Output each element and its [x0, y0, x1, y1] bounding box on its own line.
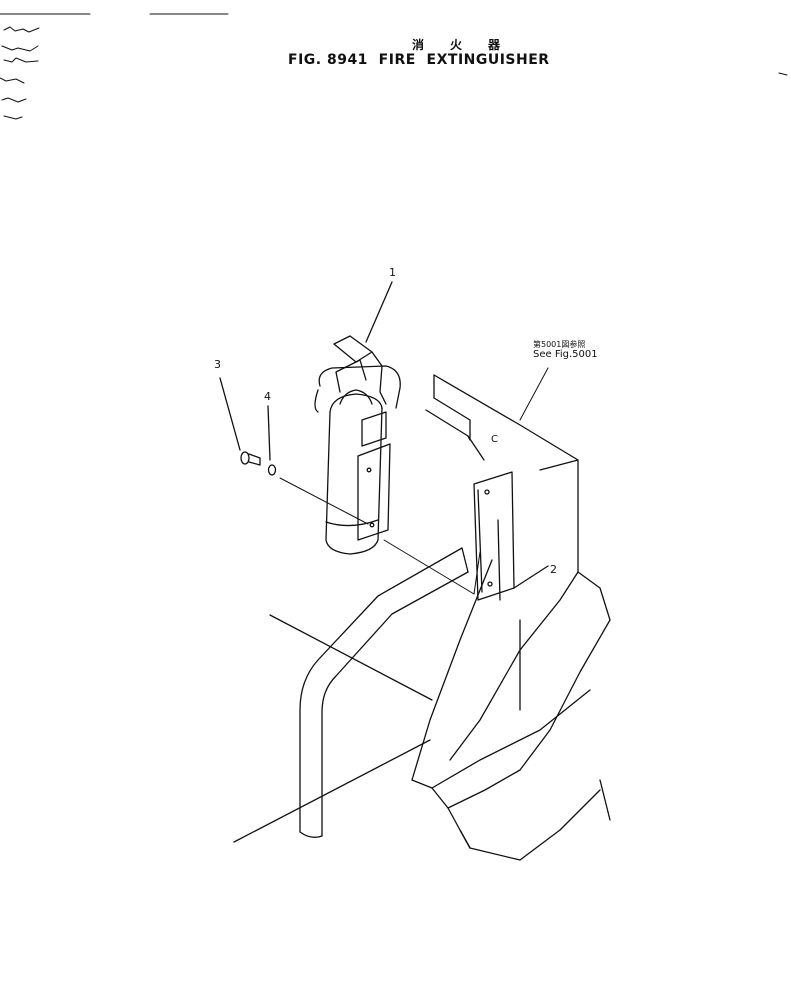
hand-rail: [299, 547, 469, 838]
callout-1: 1: [389, 266, 396, 279]
jp-char: 器: [487, 38, 502, 52]
see-ref-jp: 第5001図参照: [533, 340, 586, 349]
figure-title: FIG. 8941 FIRE EXTINGUISHER: [288, 52, 550, 68]
fire-extinguisher-part-1: [314, 281, 401, 555]
callout-c: C: [491, 434, 498, 445]
callout-2: 2: [550, 563, 557, 576]
bracket-part-2: [473, 471, 549, 601]
reference-leader: [519, 367, 549, 421]
callout-3: 3: [214, 358, 221, 371]
jp-char: 火: [449, 38, 464, 52]
bolt-part-3: [219, 377, 261, 466]
jp-char: 消: [411, 38, 426, 52]
callout-4: 4: [264, 390, 271, 403]
assembly-lines: [279, 477, 481, 595]
cab-structure: [233, 374, 611, 861]
see-fig-reference: 第5001図参照 See Fig.5001: [533, 340, 598, 360]
scan-artifacts: [0, 13, 788, 120]
see-ref-en: See Fig.5001: [533, 349, 598, 360]
header-japanese: 消火器: [400, 36, 540, 53]
washer-part-4: [267, 405, 277, 476]
